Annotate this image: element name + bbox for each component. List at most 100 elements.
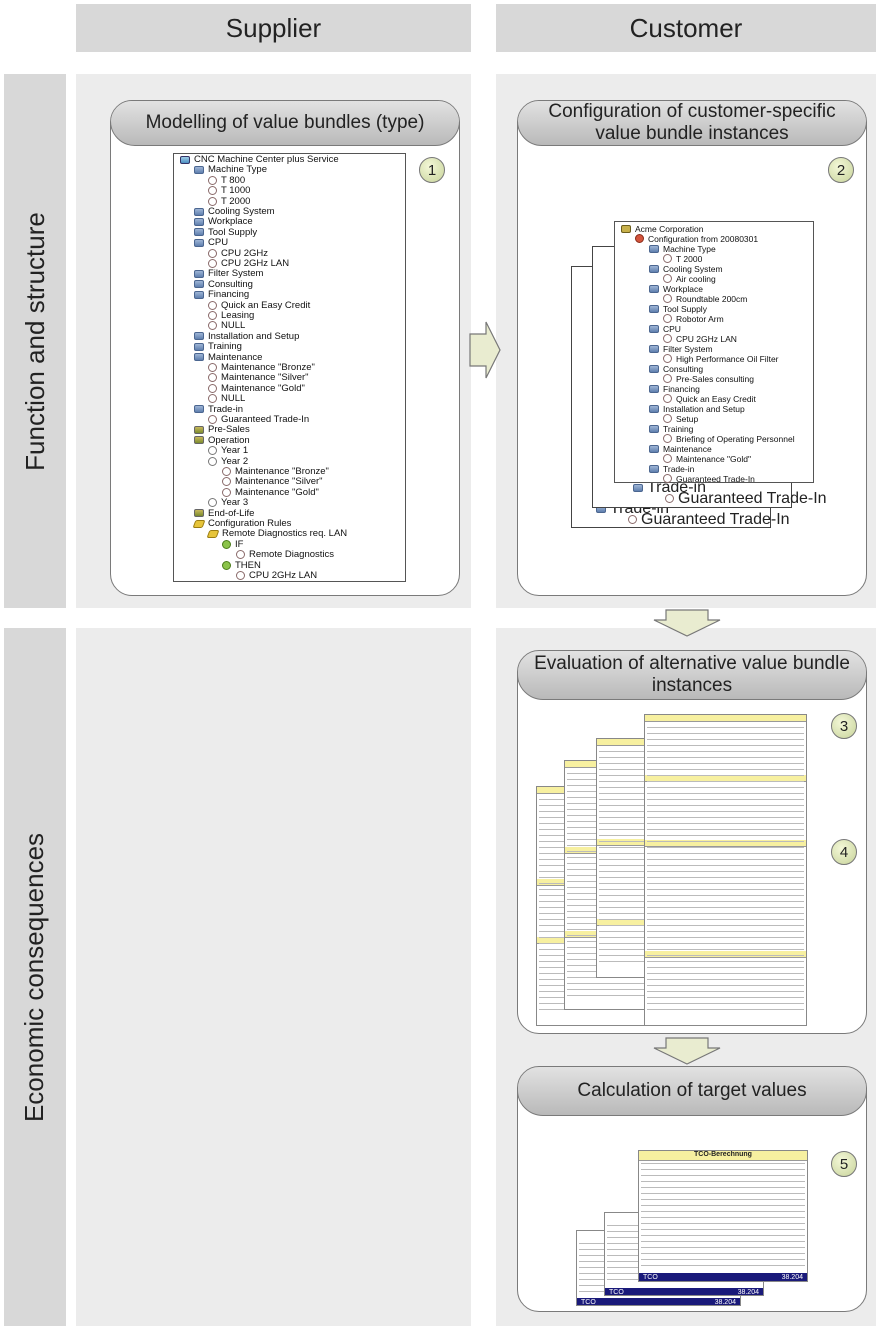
sheet-gridline [647,811,804,812]
inst-icon [663,394,672,403]
sheet-gridline [641,1217,805,1218]
tree-node[interactable]: CPU 2GHz LAN [663,333,737,344]
tree-node[interactable]: Machine Type [194,164,267,175]
tree-node[interactable]: Installation and Setup [194,331,299,342]
tree-node[interactable]: Workplace [194,216,253,227]
tree-node-label: CPU 2GHz LAN [676,333,737,344]
type-icon [649,244,659,253]
tree-node[interactable]: Guaranteed Trade-In [208,414,309,425]
tree-node[interactable]: Guaranteed Trade-In [663,473,755,484]
tree-node[interactable]: Training [194,341,242,352]
tree-node[interactable]: NULL [208,320,245,331]
sheet-gridline [647,991,804,992]
tree-node-label: End-of-Life [208,507,255,519]
tree-node[interactable]: IF [222,539,243,550]
tree-node[interactable]: Operation [194,435,250,446]
tree-node[interactable]: Maintenance "Bronze" [222,466,329,477]
tree-node[interactable]: Quick an Easy Credit [663,393,756,404]
tco-heading: TCO-Berechnung [639,1151,807,1161]
tree-node[interactable]: Trade-in [194,404,243,415]
tree-node[interactable]: Financing [194,289,249,300]
tree-node[interactable]: Year 3 [208,497,248,508]
tree-node-label: Configuration Rules [208,518,292,529]
tree-node-label: Maintenance "Bronze" [221,362,315,373]
tree-node[interactable]: Filter System [194,268,263,279]
tree-node-label: Maintenance "Gold" [676,453,752,464]
tree-node[interactable]: Maintenance "Gold" [663,453,751,464]
tree-node[interactable]: Quick an Easy Credit [208,300,310,311]
tree-node[interactable]: CPU 2GHz [208,248,268,259]
tree-node[interactable]: Briefing of Operating Personnel [663,433,795,444]
tree-node[interactable]: Maintenance [649,443,712,454]
tree-node[interactable]: Configuration from 20080301 [635,233,758,244]
tree-node[interactable]: T 800 [208,175,245,186]
sheet-gridline [647,919,804,920]
tree-node[interactable]: Maintenance "Silver" [208,372,309,383]
tree-node[interactable]: Consulting [649,363,703,374]
sheet-gridline [647,961,804,962]
tree-node[interactable]: CPU 2GHz LAN [208,258,289,269]
tree-node[interactable]: Financing [649,383,700,394]
customer-column-header: Customer [496,4,876,52]
tree-node[interactable]: Tool Supply [649,303,707,314]
tree-node[interactable]: Cooling System [194,206,275,217]
tree-node[interactable]: Roundtable 200cm [663,293,747,304]
type-icon [194,405,204,414]
type-icon [194,269,204,278]
sheet-gridline [641,1187,805,1188]
inst-icon [663,274,672,283]
type-icon [194,290,204,299]
step-badge-3: 3 [831,713,857,739]
tree-node-label: CPU [663,323,681,334]
tree-node[interactable]: Remote Diagnostics [236,549,334,560]
tree-node-label: Financing [663,383,700,394]
tree-node[interactable]: T 2000 [208,196,250,207]
tree-node[interactable]: THEN [222,560,261,571]
tree-node[interactable]: Configuration Rules [192,518,292,529]
tree-node[interactable]: T 2000 [663,253,702,264]
tree-node[interactable]: Maintenance "Bronze" [208,362,315,373]
inst-icon [663,434,672,443]
inst-icon [208,259,217,268]
tree-node[interactable]: CPU [649,323,681,334]
tree-node[interactable]: Workplace [649,283,703,294]
tree-node[interactable]: Year 1 [208,445,248,456]
tree-node[interactable]: Acme Corporation [621,223,704,234]
tree-node[interactable]: Maintenance "Silver" [222,476,323,487]
tree-node[interactable]: End-of-Life [194,508,254,519]
tree-node[interactable]: Training [649,423,693,434]
tree-node[interactable]: Pre-Sales consulting [663,373,754,384]
modelling-title: Modelling of value bundles (type) [111,101,459,146]
sheet-gridline [641,1241,805,1242]
tree-node[interactable]: Remote Diagnostics req. LAN [206,528,347,539]
tree-node[interactable]: Tool Supply [194,227,257,238]
type-icon [194,165,204,174]
tree-node[interactable]: Machine Type [649,243,716,254]
tree-node[interactable]: Maintenance "Gold" [208,383,305,394]
tree-node[interactable]: Air cooling [663,273,716,284]
tree-node[interactable]: Leasing [208,310,254,321]
tree-node-label: Maintenance [663,443,712,454]
tree-node[interactable]: T 1000 [208,185,250,196]
tree-node[interactable]: Year 2 [208,456,248,467]
tree-node[interactable]: Setup [663,413,698,424]
tree-node[interactable]: Consulting [194,279,253,290]
tree-node[interactable]: CNC Machine Center plus Service [180,154,339,165]
tree-node[interactable]: Maintenance "Gold" [222,487,319,498]
tree-node[interactable]: Cooling System [649,263,723,274]
tree-node[interactable]: High Performance Oil Filter [663,353,779,364]
tree-node[interactable]: CPU [194,237,228,248]
tree-node[interactable]: Robotor Arm [663,313,724,324]
tree-node-label: T 2000 [676,253,703,264]
tree-node[interactable]: CPU 2GHz LAN [236,570,317,581]
tree-node[interactable]: Trade-in [649,463,694,474]
tree-node[interactable]: Maintenance [194,352,262,363]
sheet-gridline [641,1259,805,1260]
evaluation-title: Evaluation of alternative value bundle i… [518,651,866,700]
tree-node[interactable]: Installation and Setup [649,403,745,414]
tree-node[interactable]: Filter System [649,343,713,354]
tree-node[interactable]: Pre-Sales [194,424,250,435]
tree-node[interactable]: NULL [208,393,245,404]
